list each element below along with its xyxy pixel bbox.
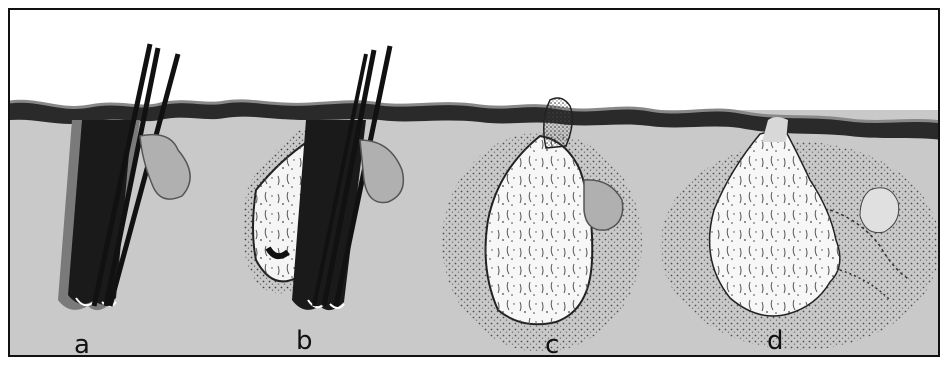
panel-c-plug — [544, 98, 573, 148]
panel-label-c: c — [545, 332, 559, 357]
skin-section-illustration — [10, 10, 940, 357]
figure-frame: a b c d — [8, 8, 940, 357]
panel-label-d: d — [767, 328, 784, 354]
panel-label-b: b — [296, 328, 313, 354]
panel-label-a: a — [74, 332, 90, 357]
